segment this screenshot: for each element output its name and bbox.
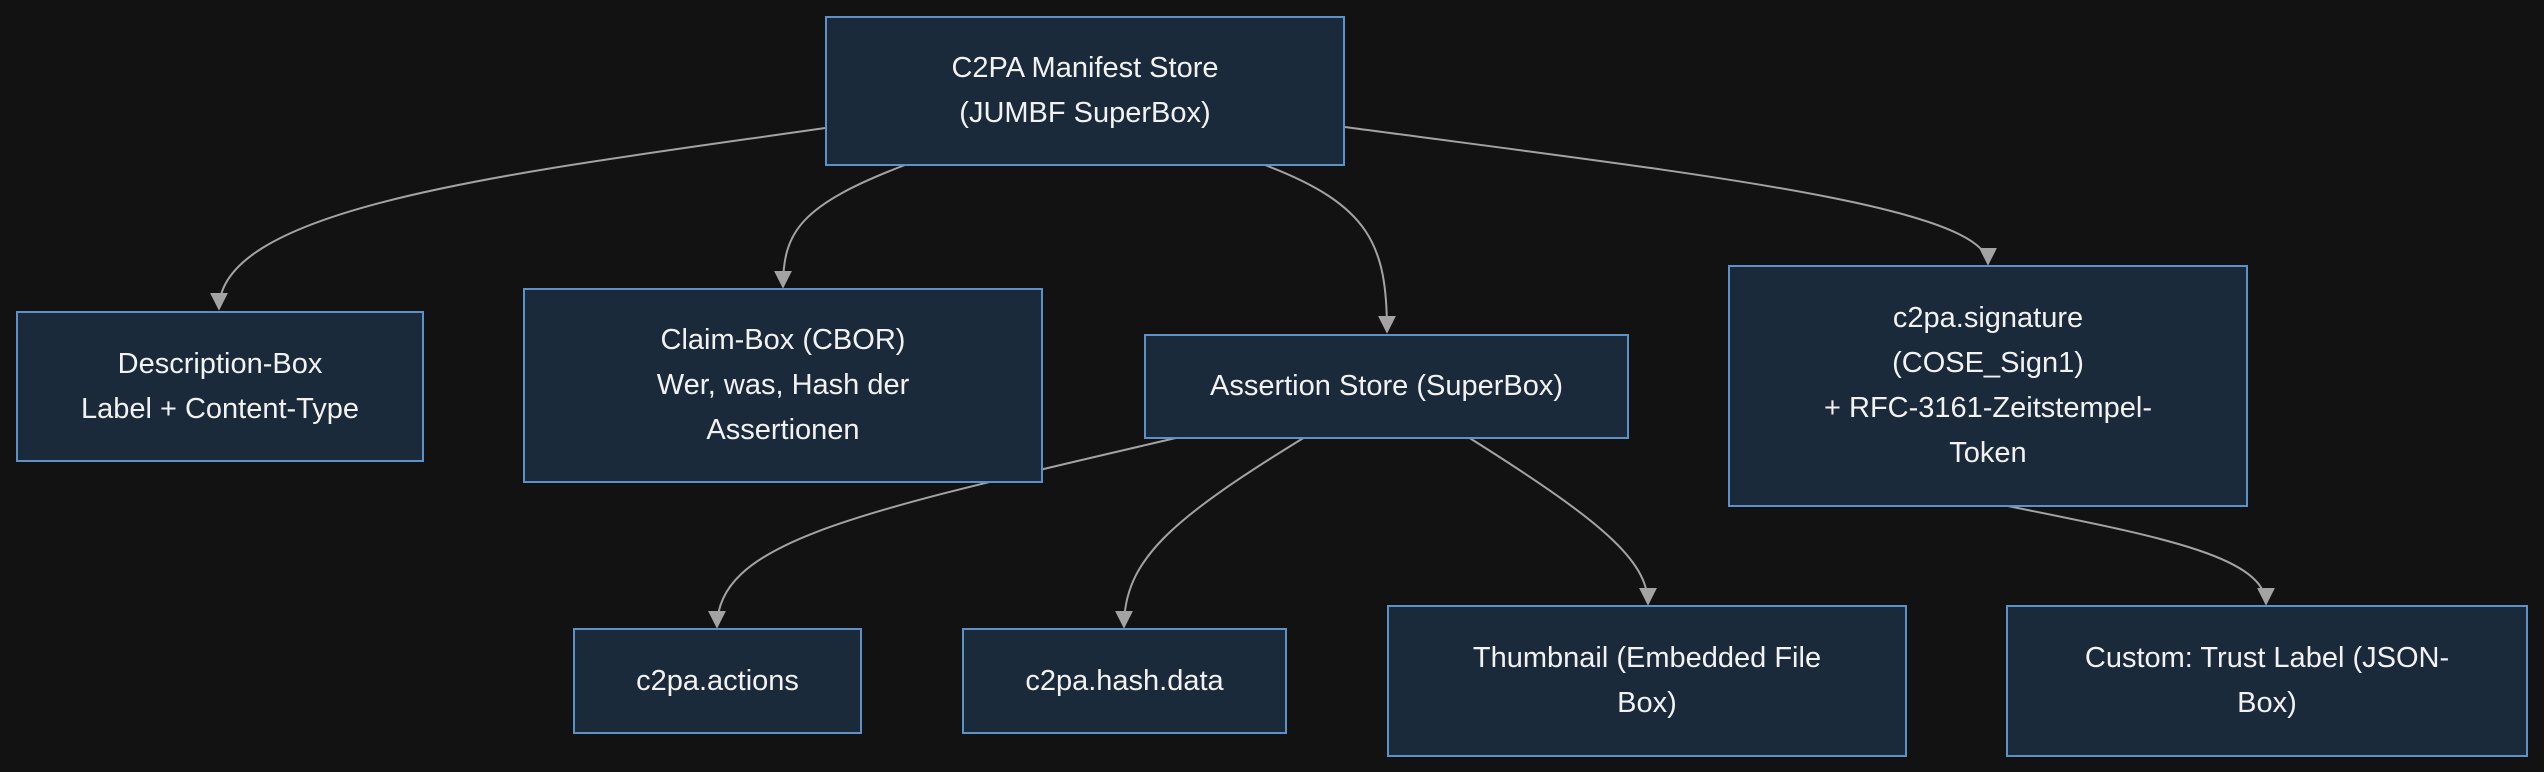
edge-assertion-actions xyxy=(708,436,1181,629)
node-actions-line-1: c2pa.actions xyxy=(636,664,799,697)
node-actions[interactable]: c2pa.actions xyxy=(573,628,862,734)
edge-manifest-claim xyxy=(774,164,906,289)
node-claim-box-line-2: Wer, was, Hash der xyxy=(656,369,910,401)
edge-manifest-description xyxy=(210,127,826,311)
node-thumbnail-line-1: Thumbnail (Embedded File xyxy=(1472,642,1822,674)
node-custom-trust-line-2: Box) xyxy=(2237,687,2297,719)
node-claim-box[interactable]: Claim-Box (CBOR) Wer, was, Hash der Asse… xyxy=(523,288,1043,483)
node-assertion-store[interactable]: Assertion Store (SuperBox) xyxy=(1144,334,1629,439)
node-custom-trust[interactable]: Custom: Trust Label (JSON- Box) xyxy=(2006,605,2528,757)
node-custom-trust-line-1: Custom: Trust Label (JSON- xyxy=(2084,642,2450,674)
node-claim-box-line-1: Claim-Box (CBOR) xyxy=(660,324,906,356)
node-assertion-store-line-1: Assertion Store (SuperBox) xyxy=(1210,370,1563,402)
edge-assertion-thumbnail xyxy=(1467,436,1657,606)
node-thumbnail[interactable]: Thumbnail (Embedded File Box) xyxy=(1387,605,1907,757)
node-hash-data-line-1: c2pa.hash.data xyxy=(1025,664,1224,697)
node-description-box[interactable]: Description-Box Label + Content-Type xyxy=(16,311,424,462)
node-manifest-store[interactable]: C2PA Manifest Store (JUMBF SuperBox) xyxy=(825,16,1345,166)
node-signature-line-3: + RFC-3161-Zeitstempel- xyxy=(1824,392,2152,424)
node-thumbnail-line-2: Box) xyxy=(1617,687,1677,719)
edge-signature-custom xyxy=(2002,504,2275,606)
node-signature[interactable]: c2pa.signature (COSE_Sign1) + RFC-3161-Z… xyxy=(1728,265,2248,507)
edge-assertion-hash xyxy=(1115,436,1306,629)
edge-manifest-assertion xyxy=(1264,164,1396,334)
node-signature-line-4: Token xyxy=(1949,437,2027,469)
node-claim-box-line-3: Assertionen xyxy=(706,414,860,446)
node-signature-line-1: c2pa.signature xyxy=(1892,302,2084,334)
edge-manifest-signature xyxy=(1344,126,1997,266)
node-manifest-store-line-1: C2PA Manifest Store xyxy=(951,52,1219,84)
node-description-box-line-1: Description-Box xyxy=(117,347,323,380)
node-manifest-store-line-2: (JUMBF SuperBox) xyxy=(959,97,1211,129)
node-description-box-line-2: Label + Content-Type xyxy=(80,392,360,425)
node-hash-data[interactable]: c2pa.hash.data xyxy=(962,628,1287,734)
node-signature-line-2: (COSE_Sign1) xyxy=(1892,347,2084,379)
